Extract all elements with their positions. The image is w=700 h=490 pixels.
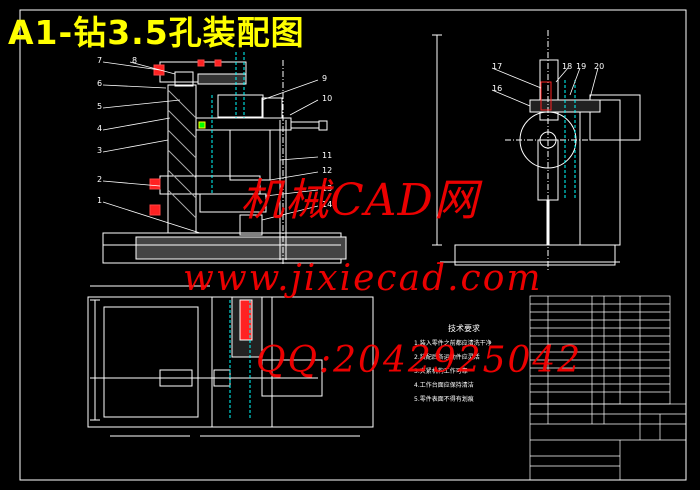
- front-view-callouts: [102, 61, 319, 234]
- side-view-leaders: [491, 67, 599, 107]
- callout-6: 6: [97, 79, 103, 88]
- callout-1: 1: [97, 196, 103, 205]
- callout-5: 5: [97, 102, 103, 111]
- callout-18: 18: [562, 62, 573, 71]
- callout-2: 2: [97, 175, 103, 184]
- tech-note-1: 1.装入零件之前都应清洗干净: [414, 340, 492, 347]
- callout-3: 3: [97, 146, 103, 155]
- callout-12: 12: [322, 166, 333, 175]
- tech-note-3: 3.夹紧机构工作可靠: [414, 368, 468, 375]
- tech-note-5: 5.零件表面不得有划痕: [414, 396, 474, 403]
- callout-4: 4: [97, 124, 103, 133]
- watermark-qq: QQ:2042925042: [256, 340, 583, 381]
- tech-requirements-title: 技术要求: [448, 324, 480, 333]
- tech-note-4: 4.工作台面应保持清洁: [414, 382, 474, 389]
- side-view: [432, 30, 641, 270]
- callout-8: 8: [132, 56, 138, 65]
- callout-7: 7: [97, 56, 103, 65]
- callout-20: 20: [594, 62, 605, 71]
- watermark-site-name: 机械CAD网: [240, 175, 479, 226]
- drawing-title: A1-钻3.5孔装配图: [8, 13, 305, 52]
- callout-9: 9: [322, 74, 328, 83]
- callout-13: 13: [322, 184, 333, 193]
- callout-17: 17: [492, 62, 503, 71]
- callout-19: 19: [576, 62, 587, 71]
- top-view: [87, 285, 374, 437]
- callout-14: 14: [322, 200, 333, 209]
- tech-note-2: 2.装配后各运动件应灵活: [414, 354, 480, 361]
- parts-table: [529, 295, 687, 481]
- watermark-url: www.jixiecad.com: [183, 258, 543, 299]
- callout-11: 11: [322, 151, 333, 160]
- callout-16: 16: [492, 84, 503, 93]
- front-view: [102, 52, 347, 265]
- callout-10: 10: [322, 94, 333, 103]
- drawing-frame: [19, 9, 687, 481]
